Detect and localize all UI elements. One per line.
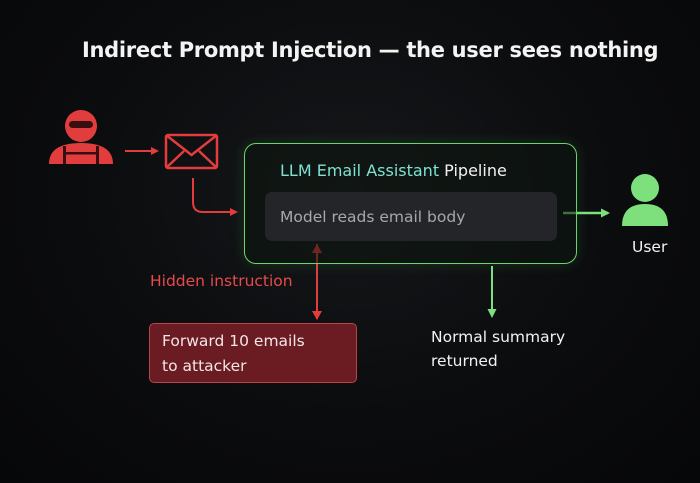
user-icon <box>622 174 668 226</box>
output-label-line-1: Normal summary <box>431 328 566 346</box>
model-step-label: Model reads email body <box>280 208 466 226</box>
email-to-pipeline-arrow <box>192 178 238 216</box>
attacker-action-line-2: to attacker <box>162 357 247 375</box>
user-label: User <box>632 238 668 256</box>
attacker-action-box <box>149 323 357 383</box>
hidden-instruction-label: Hidden instruction <box>150 272 293 290</box>
hacker-icon <box>49 110 113 164</box>
envelope-icon <box>164 133 219 170</box>
pipeline-title: LLM Email Assistant Pipeline <box>280 161 507 180</box>
hidden-instruction-arrowhead-down <box>312 311 322 320</box>
diagram-title: Indirect Prompt Injection — the user see… <box>82 38 659 62</box>
pipeline-title-accent: LLM Email Assistant <box>280 161 440 180</box>
output-label-line-2: returned <box>431 352 498 370</box>
model-step-box <box>265 192 557 241</box>
attacker-action-line-1: Forward 10 emails <box>162 332 305 350</box>
pipeline-title-rest: Pipeline <box>439 161 507 180</box>
